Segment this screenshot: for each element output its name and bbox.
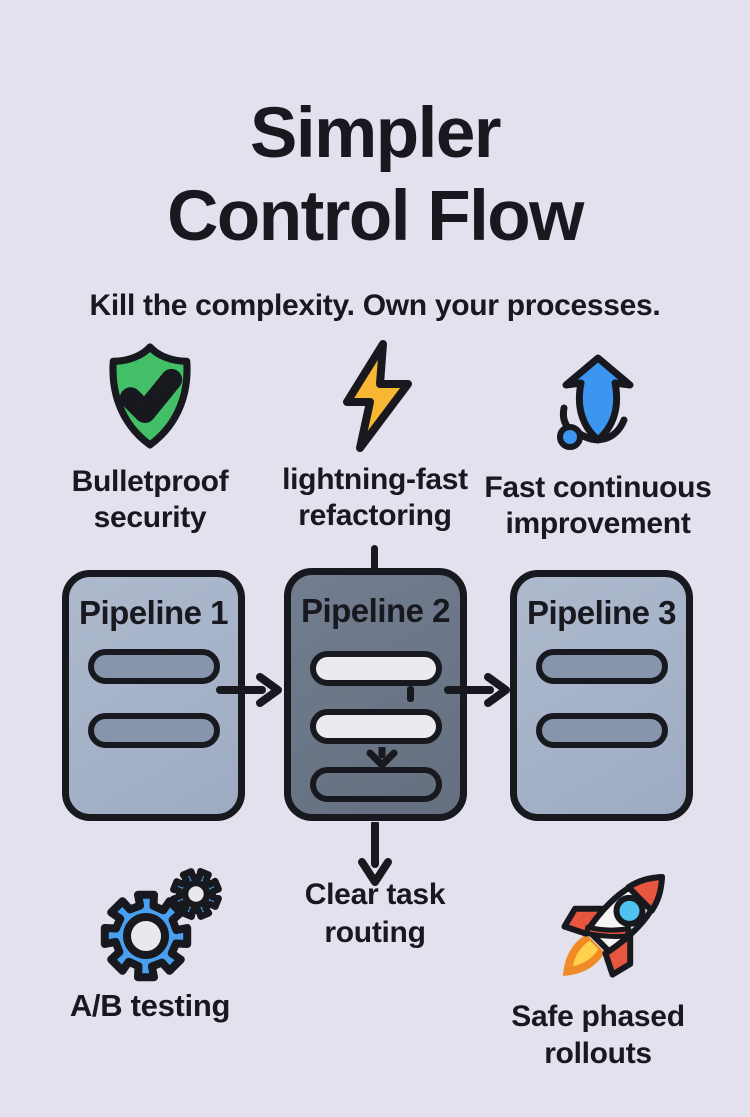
feature-label-line1: Bulletproof <box>71 465 229 498</box>
arrow-down-icon <box>358 822 392 886</box>
task-routing-line1: Clear task <box>304 878 446 911</box>
pipeline-slot <box>309 767 442 802</box>
arrow-right-icon <box>216 673 282 707</box>
lightning-icon <box>329 340 421 452</box>
ab-testing-label: A/B testing <box>69 988 231 1023</box>
pipeline-slot <box>535 713 668 748</box>
task-routing-label: Clear task routing <box>250 876 500 952</box>
tick-mark <box>407 686 414 702</box>
arrow-down-icon <box>366 747 398 769</box>
pipeline-slot <box>309 709 442 744</box>
feature-continuous-improvement: Fast continuous improvement <box>483 348 713 542</box>
pipeline-title: Pipeline 3 <box>526 594 677 631</box>
rollout-label: Safe phased rollouts <box>478 998 718 1072</box>
page-subtitle: Kill the complexity. Own your processes. <box>89 289 661 322</box>
feature-label-line1: Fast continuous <box>484 471 712 504</box>
page-title: Simpler Control Flow <box>0 92 750 258</box>
feature-label: Bulletproof security <box>72 464 229 536</box>
feature-label-line1: lightning-fast <box>282 463 468 496</box>
rollout-line2: rollouts <box>544 1037 652 1070</box>
feature-label-line2: improvement <box>505 507 691 540</box>
rocket-icon <box>533 836 698 1016</box>
title-line-1: Simpler <box>250 94 501 173</box>
feature-label-line2: refactoring <box>298 499 452 532</box>
pipeline-slot <box>87 713 220 748</box>
shield-check-icon <box>99 342 201 454</box>
pipeline-2-box: Pipeline 2 <box>284 568 467 821</box>
pipeline-slot <box>87 649 220 684</box>
shield-upgrade-icon <box>546 348 650 460</box>
feature-label: Fast continuous improvement <box>484 470 711 542</box>
task-routing-line2: routing <box>324 916 426 949</box>
pipeline-title: Pipeline 1 <box>78 594 229 631</box>
feature-label: lightning-fast refactoring <box>282 462 468 534</box>
pipeline-3-box: Pipeline 3 <box>510 570 693 821</box>
gears-icon <box>80 850 230 1000</box>
feature-fast-refactoring: lightning-fast refactoring <box>260 340 490 534</box>
feature-label-line2: security <box>93 501 207 534</box>
rollout-line1: Safe phased <box>511 1000 685 1033</box>
pipeline-title: Pipeline 2 <box>300 592 451 629</box>
arrow-right-icon <box>444 673 510 707</box>
feature-bulletproof-security: Bulletproof security <box>35 342 265 536</box>
pipeline-slot <box>535 649 668 684</box>
title-line-2: Control Flow <box>167 177 584 256</box>
pipeline-slot <box>309 651 442 686</box>
pipeline-1-box: Pipeline 1 <box>62 570 245 821</box>
